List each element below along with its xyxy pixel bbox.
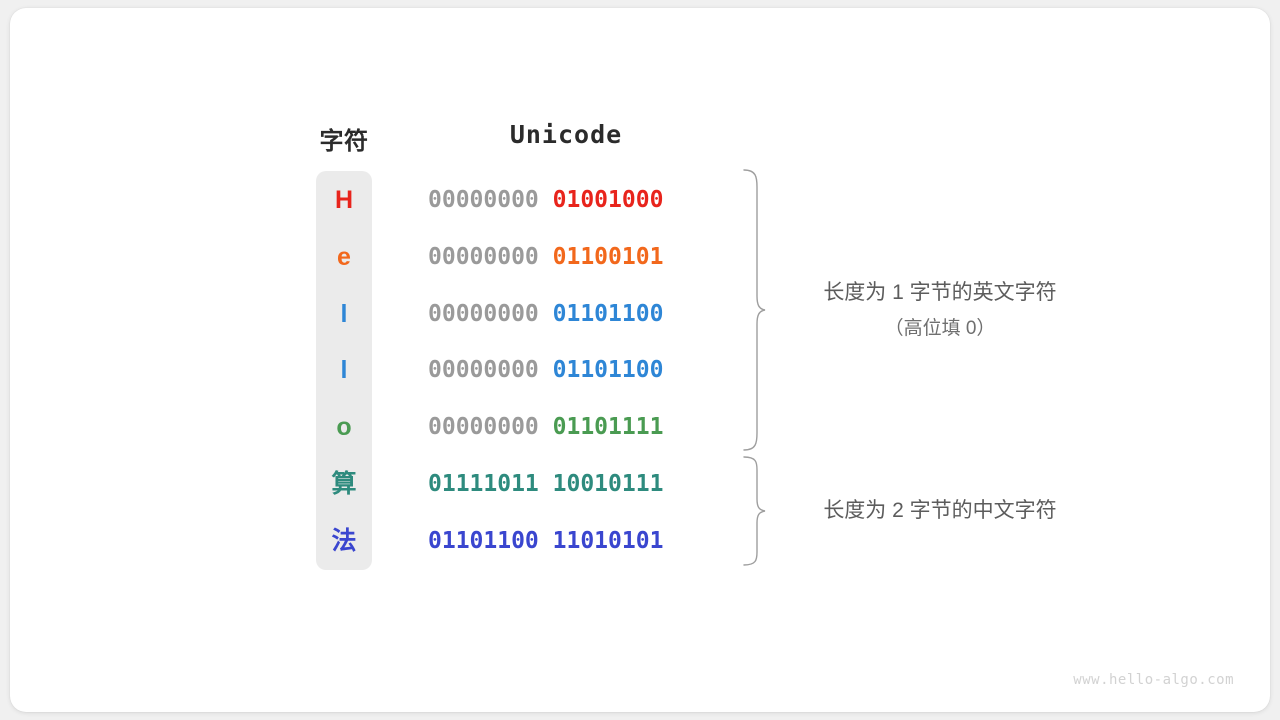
row-unicode-bits: 00000000 01001000 bbox=[428, 183, 716, 217]
row-character: o bbox=[336, 413, 352, 442]
row-high-byte: 01101100 bbox=[428, 527, 539, 554]
annotation-english-sub: （高位填 0） bbox=[884, 318, 996, 339]
row-unicode-bits: 00000000 01100101 bbox=[428, 240, 716, 274]
row-character: l bbox=[340, 356, 348, 385]
column-header-character: 字符 bbox=[319, 128, 369, 155]
row-character: 法 bbox=[331, 526, 357, 555]
row-unicode-bits: 01111011 10010111 bbox=[428, 467, 716, 501]
row-high-byte: 00000000 bbox=[428, 300, 539, 327]
row-low-byte: 01001000 bbox=[552, 187, 664, 213]
encoding-row: l 00000000 01101100 bbox=[316, 353, 716, 387]
annotation-chinese-bytes: 长度为 2 字节的中文字符 bbox=[770, 495, 1110, 527]
row-low-byte: 11010101 bbox=[552, 527, 664, 554]
row-unicode-bits: 01101100 11010101 bbox=[428, 524, 716, 558]
row-unicode-bits: 00000000 01101111 bbox=[428, 410, 716, 444]
row-low-byte: 01100101 bbox=[552, 243, 664, 270]
row-character: H bbox=[334, 186, 354, 214]
encoding-row: H 00000000 01001000 bbox=[316, 183, 716, 217]
row-low-byte: 10010111 bbox=[552, 471, 664, 497]
character-column-panel bbox=[316, 171, 372, 570]
column-header-unicode: Unicode bbox=[509, 120, 623, 149]
row-high-byte: 01111011 bbox=[428, 471, 539, 497]
figure-canvas: 字符 Unicode H 00000000 01001000 e 00000000 0… bbox=[10, 8, 1270, 712]
row-high-byte: 00000000 bbox=[428, 187, 539, 213]
row-low-byte: 01101111 bbox=[552, 414, 664, 441]
annotation-english-main: 长度为 1 字节的英文字符 bbox=[823, 281, 1057, 304]
encoding-row: o 00000000 01101111 bbox=[316, 410, 716, 444]
row-low-byte: 01101100 bbox=[552, 357, 664, 384]
annotation-english-bytes: 长度为 1 字节的英文字符 （高位填 0） bbox=[770, 275, 1110, 347]
row-high-byte: 00000000 bbox=[428, 414, 539, 441]
brace-chinese-rows bbox=[743, 456, 766, 566]
row-character: l bbox=[340, 299, 348, 328]
watermark-url: www.hello-algo.com bbox=[1073, 672, 1234, 688]
encoding-row: 法 01101100 11010101 bbox=[316, 524, 716, 558]
row-unicode-bits: 00000000 01101100 bbox=[428, 353, 716, 387]
encoding-row: e 00000000 01100101 bbox=[316, 240, 716, 274]
brace-english-rows bbox=[743, 169, 766, 451]
row-character: 算 bbox=[331, 470, 357, 498]
encoding-row: l 00000000 01101100 bbox=[316, 297, 716, 331]
row-high-byte: 00000000 bbox=[428, 357, 539, 384]
row-character: e bbox=[337, 242, 351, 271]
row-high-byte: 00000000 bbox=[428, 243, 539, 270]
encoding-row: 算 01111011 10010111 bbox=[316, 467, 716, 501]
annotation-chinese-main: 长度为 2 字节的中文字符 bbox=[823, 499, 1057, 522]
row-unicode-bits: 00000000 01101100 bbox=[428, 297, 716, 331]
row-low-byte: 01101100 bbox=[552, 300, 664, 327]
